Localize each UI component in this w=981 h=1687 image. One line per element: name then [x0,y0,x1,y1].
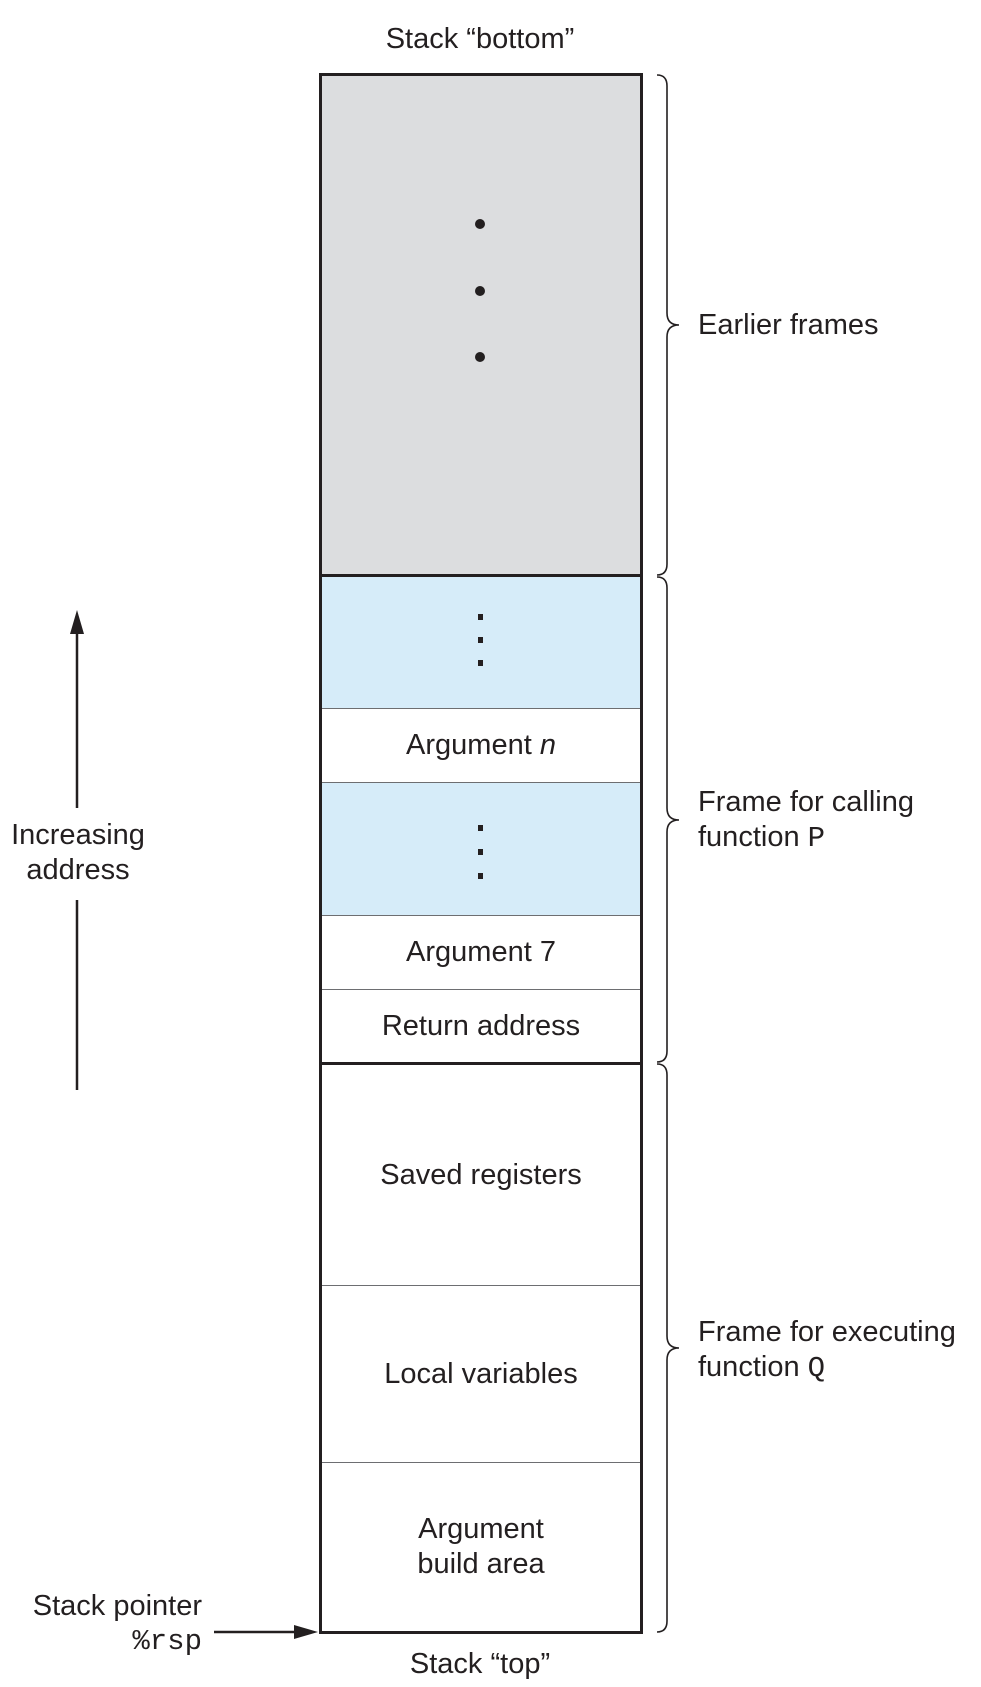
argument-build-area-line1: Argument [418,1513,544,1545]
frame-braces [656,74,680,1633]
brace-calling-frame [656,576,680,1063]
return-address-cell: Return address [322,990,640,1062]
calling-frame-line2: function P [698,820,914,856]
increasing-address-line2: address [26,854,130,886]
increasing-address-label: Increasing address [0,818,156,888]
saved-registers-label: Saved registers [380,1158,582,1191]
stack-pointer-label: Stack pointer %rsp [16,1589,202,1659]
executing-frame-line2: function Q [698,1350,956,1386]
argument-build-area-cell: Argument build area [322,1463,640,1631]
saved-registers-cell: Saved registers [322,1065,640,1285]
argument-n-label: Argument [406,729,540,761]
calling-frame-function-prefix: function [698,821,808,853]
cell-divider [320,989,642,990]
stack-pointer-register: %rsp [132,1625,202,1658]
argument-n-cell: Argument n [322,709,640,782]
ellipsis-dot [478,825,483,831]
argument-7-label: Argument 7 [406,936,556,968]
earlier-frames-label: Earlier frames [698,309,879,341]
ellipsis-dot [478,660,483,666]
local-variables-label: Local variables [384,1357,578,1390]
frame-boundary [320,574,642,577]
cell-divider [320,915,642,916]
executing-frame-label: Frame for executing function Q [698,1315,956,1386]
ellipsis-dot [478,849,483,855]
stack-bottom-label: Stack “bottom” [385,23,575,55]
brace-earlier-frames [656,74,680,576]
ellipsis-dot [475,219,485,229]
cell-divider [320,1462,642,1463]
calling-frame-line1: Frame for calling [698,786,914,818]
stack-top-label: Stack “top” [409,1648,551,1680]
stack-pointer-line1: Stack pointer [32,1590,202,1622]
cell-divider [320,782,642,783]
ellipsis-dot [475,352,485,362]
increasing-address-arrow [70,610,84,1090]
argument-n-variable: n [539,729,556,761]
argument-build-area-line2: build area [417,1548,545,1580]
stack-outline [319,73,643,1634]
argument-7-cell: Argument 7 [322,916,640,989]
frame-boundary [320,1062,642,1065]
return-address-label: Return address [381,1009,581,1042]
ellipsis-dot [478,873,483,879]
executing-frame-line1: Frame for executing [698,1316,956,1348]
calling-frame-label: Frame for calling function P [698,785,914,856]
calling-function-name: P [807,822,826,855]
cell-divider [320,708,642,709]
cell-divider [320,1285,642,1286]
increasing-address-line1: Increasing [11,819,145,851]
executing-function-name: Q [807,1352,826,1385]
brace-executing-frame [656,1063,680,1633]
ellipsis-dot [475,286,485,296]
ellipsis-dot [478,637,483,643]
ellipsis-dot [478,614,483,620]
earlier-frames-block [322,75,640,575]
local-variables-cell: Local variables [322,1286,640,1462]
stack-pointer-arrow [214,1625,318,1639]
executing-frame-function-prefix: function [698,1351,808,1383]
